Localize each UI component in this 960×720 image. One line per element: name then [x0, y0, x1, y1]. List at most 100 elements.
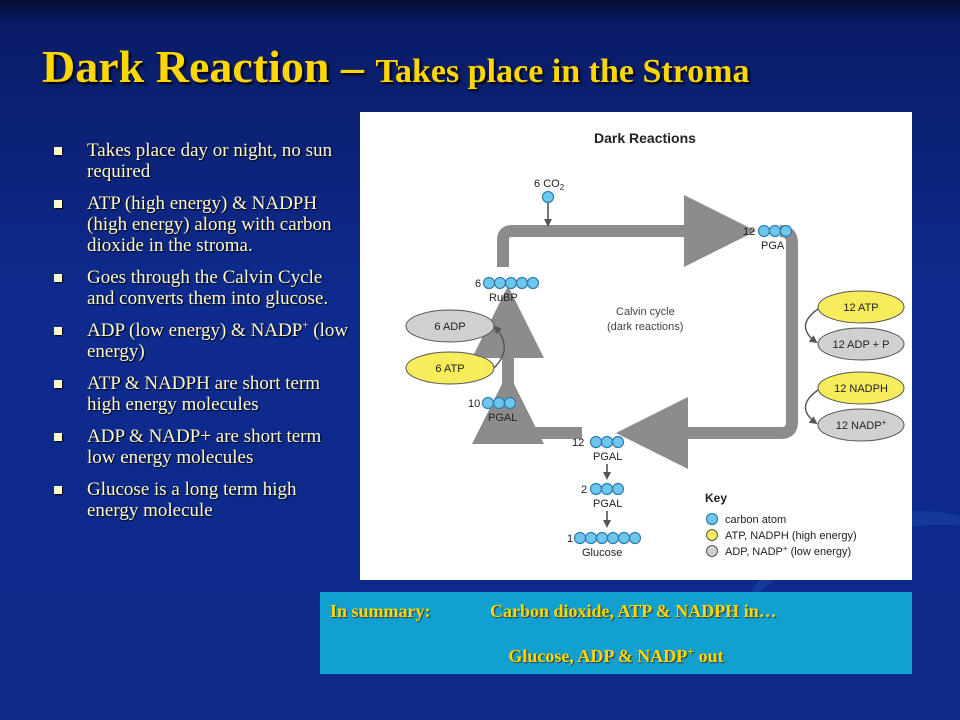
summary-box: In summary: Carbon dioxide, ATP & NADPH i…	[320, 592, 912, 674]
co2-count: 6	[534, 178, 540, 190]
pgal12-count: 12	[572, 437, 584, 449]
left-curve-arrow	[493, 325, 505, 369]
key-low-tail: (low energy)	[788, 546, 852, 558]
bullet-item: ADP & NADP+ are short term low energy mo…	[50, 426, 350, 468]
bullet-square-icon	[54, 274, 62, 282]
atp-adp-exchange-right: 12 ATP 12 ADP + P	[804, 290, 905, 361]
co2-label: 6 CO2	[534, 178, 565, 192]
key-carbon-swatch	[705, 512, 719, 526]
bullet-text: Takes place day or night, no sun require…	[87, 140, 333, 182]
carbon-atom	[768, 224, 782, 238]
oval-12-nadp-label: 12 NADP+	[836, 418, 887, 432]
rubp-count: 6	[475, 278, 481, 290]
nadp-text: 12 NADP	[836, 420, 882, 432]
pgal2-label: PGAL	[593, 498, 622, 510]
carbon-atom	[481, 396, 495, 410]
bullet-square-icon	[54, 433, 62, 441]
carbon-atom	[628, 531, 642, 545]
carbon-atom	[600, 435, 614, 449]
oval-6-atp	[405, 351, 495, 385]
calvin-cycle-diagram: Dark Reactions 6 CO2 12 PGA 6 RuBP Calvi…	[360, 112, 912, 580]
carbon-atom	[573, 531, 587, 545]
title-main: Dark Reaction –	[42, 41, 376, 92]
bullet-square-icon	[54, 147, 62, 155]
summary-outputs: Glucose, ADP & NADP	[508, 646, 688, 666]
bullet-text: ATP (high energy) & NADPH (high energy) …	[87, 193, 332, 256]
carbon-atom	[503, 396, 517, 410]
co2-molecule: 6 CO2	[534, 178, 565, 227]
rubp-molecule: 6 RuBP	[475, 276, 540, 304]
summary-line-2: Glucose, ADP & NADP+ out	[320, 644, 912, 667]
co2-name: CO	[543, 178, 560, 190]
carbon-atom	[584, 531, 598, 545]
bullet-text: ATP & NADPH are short term high energy m…	[87, 373, 321, 415]
bullet-text: ADP (low energy) & NADP	[87, 320, 303, 341]
cycle-label-line1: Calvin cycle	[616, 306, 675, 318]
nadph-nadp-exchange-right: 12 NADPH 12 NADP+	[804, 371, 905, 442]
key-low-superscript: +	[783, 544, 788, 553]
key-low-label: ADP, NADP+ (low energy)	[725, 544, 851, 558]
bullet-square-icon	[54, 327, 62, 335]
pga-count: 12	[743, 226, 755, 238]
bullet-item: Goes through the Calvin Cycle and conver…	[50, 267, 350, 309]
summary-inputs: Carbon dioxide, ATP & NADPH in…	[490, 601, 777, 621]
key-title: Key	[705, 491, 727, 505]
bullet-superscript: +	[302, 319, 309, 332]
oval-6-atp-label: 6 ATP	[435, 363, 464, 375]
key-carbon-label: carbon atom	[725, 514, 786, 526]
pgal2-molecule: 2 PGAL	[581, 482, 625, 528]
pga-label: PGA	[761, 240, 785, 252]
pgal10-label: PGAL	[488, 412, 517, 424]
carbon-atom	[526, 276, 540, 290]
oval-12-nadp	[817, 408, 905, 442]
carbon-atom	[611, 482, 625, 496]
summary-outputs-tail: out	[694, 646, 724, 666]
diagram-key: Key carbon atom ATP, NADPH (high energy)…	[705, 491, 857, 558]
co2-subscript: 2	[560, 183, 565, 192]
bullet-text: Goes through the Calvin Cycle and conver…	[87, 267, 329, 309]
cycle-label-line2: (dark reactions)	[607, 321, 683, 333]
carbon-atom	[492, 396, 506, 410]
bullet-list: Takes place day or night, no sun require…	[50, 140, 350, 532]
pgal2-count: 2	[581, 484, 587, 496]
bullet-text-tail: (low energy)	[87, 320, 349, 362]
carbon-atom	[541, 190, 555, 204]
key-high-label: ATP, NADPH (high energy)	[725, 530, 857, 542]
slide-title: Dark Reaction – Takes place in the Strom…	[42, 40, 750, 93]
pgal10-count: 10	[468, 398, 480, 410]
carbon-atom	[589, 482, 603, 496]
bullet-item: Takes place day or night, no sun require…	[50, 140, 350, 182]
key-high-swatch	[706, 529, 718, 541]
rubp-label: RuBP	[489, 292, 518, 304]
bullet-item: ADP (low energy) & NADP+ (low energy)	[50, 320, 350, 362]
pga-molecule: 12 PGA	[743, 224, 793, 252]
top-band	[0, 0, 960, 22]
carbon-atom	[595, 531, 609, 545]
key-low-text: ADP, NADP	[725, 546, 783, 558]
glucose-label: Glucose	[582, 547, 622, 559]
bullet-text: Glucose is a long term high energy molec…	[87, 479, 297, 521]
bullet-item: ATP & NADPH are short term high energy m…	[50, 373, 350, 415]
oval-12-atp	[817, 290, 905, 324]
arrow-rubp-to-pga	[497, 195, 756, 267]
carbon-atom	[600, 482, 614, 496]
nadph-curve-arrow	[804, 389, 819, 425]
diagram-title: Dark Reactions	[594, 130, 696, 146]
glucose-molecule: 1 Glucose	[567, 531, 642, 559]
key-low-swatch	[706, 545, 718, 557]
atp-curve-arrow	[804, 308, 819, 344]
summary-lead: In summary:	[330, 601, 431, 621]
carbon-atom	[589, 435, 603, 449]
pgal10-molecule: 10 PGAL	[468, 396, 517, 424]
arrow-pgal-to-pgal10	[472, 372, 582, 444]
glucose-count: 1	[567, 533, 573, 545]
atp-adp-exchange-left: 6 ADP 6 ATP	[405, 309, 505, 385]
carbon-atom	[757, 224, 771, 238]
bullet-item: Glucose is a long term high energy molec…	[50, 479, 350, 521]
carbon-atom	[779, 224, 793, 238]
carbon-atom	[611, 435, 625, 449]
oval-12-nadph	[817, 371, 905, 405]
carbon-atom	[617, 531, 631, 545]
carbon-atom	[504, 276, 518, 290]
pgal12-label: PGAL	[593, 451, 622, 463]
